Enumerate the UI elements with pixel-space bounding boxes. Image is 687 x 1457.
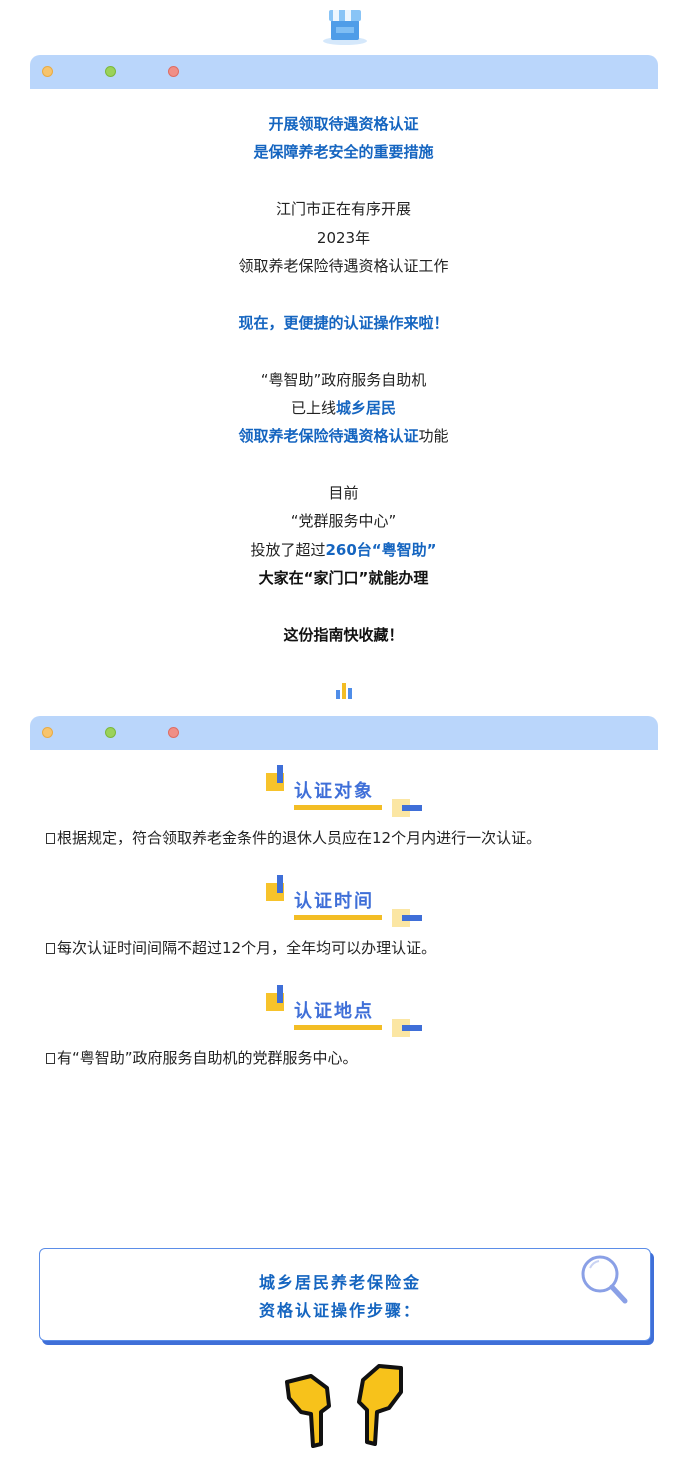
steps-box: 城乡居民养老保险金 资格认证操作步骤： <box>39 1248 651 1341</box>
magnifier-icon <box>581 1255 628 1304</box>
window-dot-icon <box>105 66 116 77</box>
section-title: 认证对象 <box>294 781 374 802</box>
section-text-place: 有“粤智助”政府服务自助机的党群服务中心。 <box>46 1047 358 1068</box>
intro-text: 开展领取待遇资格认证 是保障养老安全的重要措施 江门市正在有序开展 2023年 … <box>0 110 687 649</box>
steps-line-1: 城乡居民养老保险金 <box>258 1273 421 1292</box>
store-icon <box>323 10 367 45</box>
section-title: 认证地点 <box>294 1001 374 1022</box>
intro-save: 这份指南快收藏！ <box>283 626 404 645</box>
window-bar-sections <box>30 716 658 750</box>
intro-online: 已上线城乡居民 <box>290 398 397 417</box>
intro-line-2: 2023年 <box>316 228 371 247</box>
pointing-down-hand-icon <box>285 1364 403 1448</box>
steps-line-2: 资格认证操作步骤： <box>258 1301 421 1320</box>
intro-now: 目前 <box>328 484 359 503</box>
intro-convenient: 现在，更便捷的认证操作来啦！ <box>238 313 449 332</box>
window-dot-icon <box>42 66 53 77</box>
intro-home: 大家在“家门口”就能办理 <box>258 569 429 588</box>
window-bar-top <box>30 55 658 89</box>
intro-heading-2: 是保障养老安全的重要措施 <box>253 143 434 162</box>
intro-machine: “粤智助”政府服务自助机 <box>260 370 427 389</box>
window-dot-icon <box>168 66 179 77</box>
intro-line-3: 领取养老保险待遇资格认证工作 <box>238 256 449 275</box>
intro-heading-1: 开展领取待遇资格认证 <box>268 115 419 133</box>
section-heading-time: 认证时间 <box>264 875 424 927</box>
section-heading-place: 认证地点 <box>264 985 424 1037</box>
intro-line-1: 江门市正在有序开展 <box>275 200 411 219</box>
window-dot-icon <box>105 727 116 738</box>
section-text-target: 根据规定，符合领取养老金条件的退休人员应在12个月内进行一次认证。 <box>46 827 541 848</box>
section-text-time: 每次认证时间间隔不超过12个月，全年均可以办理认证。 <box>46 937 436 958</box>
intro-center: “党群服务中心” <box>290 512 397 531</box>
bar-chart-icon <box>336 683 352 699</box>
section-title: 认证时间 <box>294 891 374 912</box>
window-dot-icon <box>42 727 53 738</box>
intro-deploy: 投放了超过260台“粤智助” <box>250 540 437 559</box>
section-heading-target: 认证对象 <box>264 765 424 817</box>
window-dot-icon <box>168 727 179 738</box>
intro-function: 领取养老保险待遇资格认证功能 <box>238 427 449 446</box>
